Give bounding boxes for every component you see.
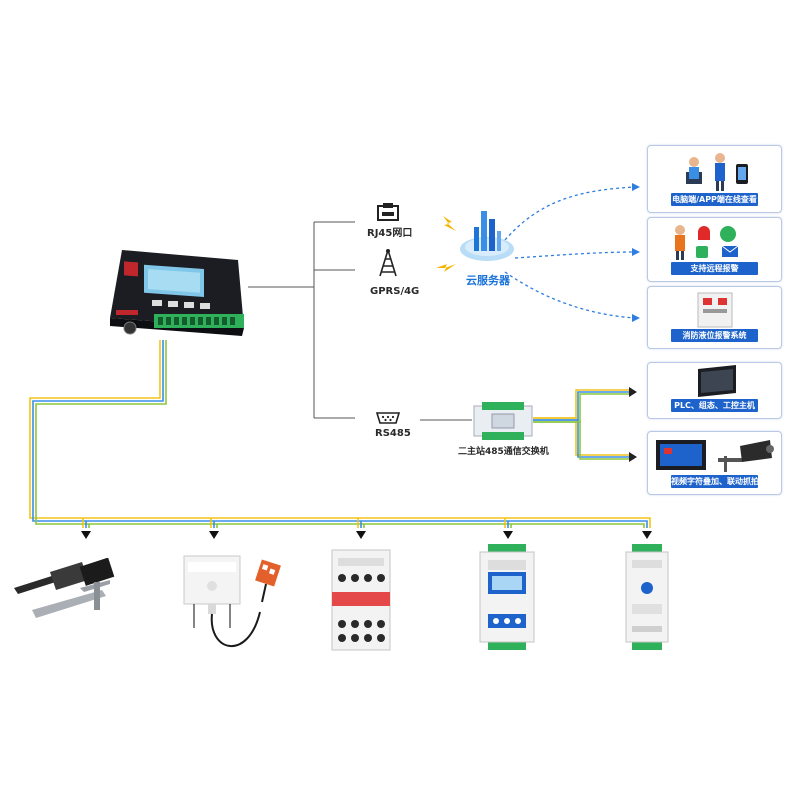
card-caption: PLC、组态、工控主机 — [671, 399, 758, 412]
water-probe-sensor — [14, 558, 115, 618]
rj45-port-icon — [377, 203, 399, 221]
cloud-server-icon — [460, 211, 514, 261]
cloud-arrow-heads — [632, 183, 640, 322]
industrial-monitor-icon — [698, 365, 736, 397]
gprs-label: GPRS/4G — [370, 286, 420, 297]
card-caption: 视频字符叠加、联动抓拍 — [671, 475, 758, 488]
video-overlay-camera-icon — [656, 440, 774, 472]
sensor-drop-arrows — [81, 531, 652, 539]
temperature-humidity-transmitter — [183, 555, 281, 647]
cloud-dashed-arrows — [504, 186, 636, 319]
rj45-label: RJ45网口 — [367, 228, 413, 239]
wireless-lightning-icons — [436, 216, 456, 272]
main-sensor-bus — [29, 340, 651, 528]
card-plc: PLC、组态、工控主机 — [647, 362, 782, 419]
rs485-label: RS485 — [375, 428, 411, 439]
card-caption: 电脑端/APP端在线查看 — [671, 193, 758, 206]
card-video: 视频字符叠加、联动抓拍 — [647, 431, 782, 495]
card-remote-view: 电脑端/APP端在线查看 — [647, 145, 782, 213]
switch-label: 二主站485通信交换机 — [458, 447, 549, 457]
card-remote-alarm: 支持远程报警 — [647, 217, 782, 282]
card-caption: 支持远程报警 — [671, 262, 758, 275]
people-devices-icon — [686, 153, 748, 191]
card-caption: 消防液位报警系统 — [671, 329, 758, 342]
cloud-label: 云服务器 — [466, 274, 510, 287]
gprs-tower-icon — [379, 249, 397, 277]
switch-bus-lines — [533, 389, 630, 460]
rs485-port-icon — [376, 412, 400, 424]
rs485-switch-device — [473, 402, 533, 440]
water-immersion-module — [331, 549, 391, 651]
din-rail-sensor-module — [625, 544, 669, 650]
card-fire-alarm: 消防液位报警系统 — [647, 286, 782, 349]
network-bracket-lines — [248, 221, 472, 421]
alarm-notification-icon — [675, 225, 739, 260]
switch-bus-arrows — [629, 387, 637, 462]
controller-host-device — [110, 250, 244, 336]
fire-alarm-panel-icon — [697, 292, 733, 328]
display-transmitter-module — [479, 544, 535, 650]
